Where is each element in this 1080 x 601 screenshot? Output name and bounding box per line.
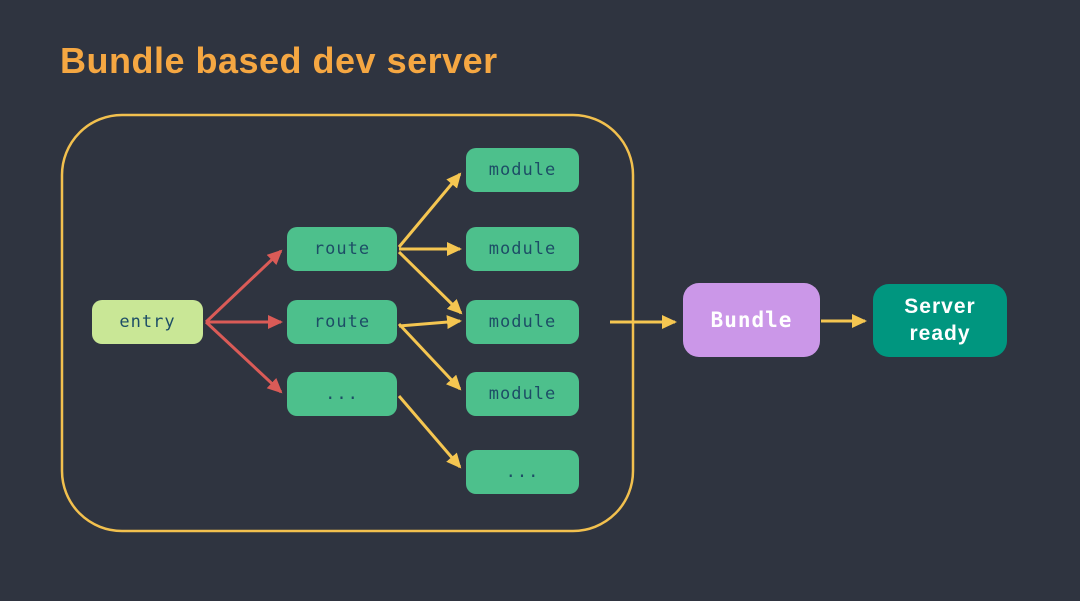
node-entry: entry — [92, 300, 203, 344]
edge-route-1-to-module-3 — [397, 250, 463, 315]
edge-route-2-to-module-4 — [397, 322, 462, 391]
node-module-more: ... — [466, 450, 579, 494]
node-module-4: module — [466, 372, 579, 416]
node-server-ready: Server ready — [873, 284, 1007, 357]
node-route-1: route — [287, 227, 397, 271]
node-bundle: Bundle — [683, 283, 820, 357]
edge-route-1-to-module-1 — [397, 172, 462, 248]
node-module-3: module — [466, 300, 579, 344]
node-module-1: module — [466, 148, 579, 192]
edge-entry-to-route-1 — [204, 249, 283, 324]
slide-title: Bundle based dev server — [60, 40, 498, 81]
node-route-more: ... — [287, 372, 397, 416]
edge-entry-to-route-more — [204, 320, 283, 394]
node-route-2: route — [287, 300, 397, 344]
edge-route-more-to-module-more — [397, 395, 462, 469]
node-module-2: module — [466, 227, 579, 271]
edge-route-2-to-module-3 — [398, 315, 462, 330]
